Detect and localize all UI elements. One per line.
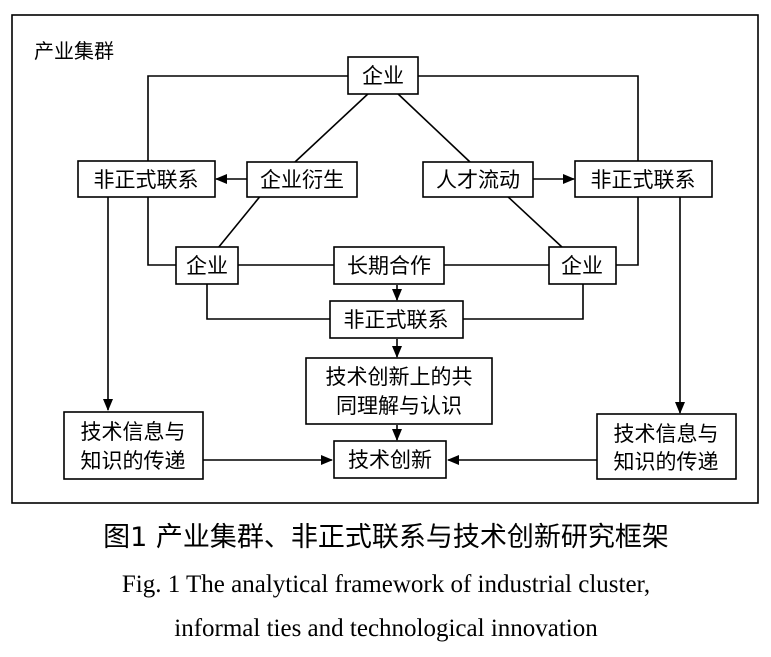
knowledge-transfer-right-node: 技术信息与 知识的传递 — [596, 413, 737, 480]
knowledge-transfer-left-line2: 知识的传递 — [81, 449, 186, 473]
enterprise-left-node: 企业 — [175, 246, 239, 285]
caption-english-line1: Fig. 1 The analytical framework of indus… — [122, 571, 650, 598]
enterprise-right-label: 企业 — [561, 254, 603, 278]
shared-understanding-node: 技术创新上的共 同理解与认识 — [305, 357, 493, 425]
enterprise-left-label: 企业 — [186, 254, 228, 278]
shared-understanding-line2: 同理解与认识 — [336, 394, 462, 418]
informal-ties-left-label: 非正式联系 — [94, 168, 199, 192]
talent-flow-label: 人才流动 — [436, 168, 520, 192]
enterprise-right-node: 企业 — [548, 246, 617, 285]
informal-ties-center-label: 非正式联系 — [344, 308, 449, 332]
arrow-lines — [103, 174, 685, 465]
long-term-cooperation-label: 长期合作 — [347, 254, 431, 278]
knowledge-transfer-right-line1: 技术信息与 — [614, 422, 719, 446]
knowledge-transfer-left-node: 技术信息与 知识的传递 — [63, 411, 204, 480]
spinoff-node: 企业衍生 — [246, 161, 358, 198]
informal-ties-center-node: 非正式联系 — [329, 300, 464, 339]
shared-understanding-line1: 技术创新上的共 — [326, 365, 473, 389]
technological-innovation-node: 技术创新 — [333, 440, 447, 479]
caption-english-line2: informal ties and technological innovati… — [174, 615, 598, 642]
technological-innovation-label: 技术创新 — [348, 448, 432, 472]
caption-chinese: 图1 产业集群、非正式联系与技术创新研究框架 — [103, 522, 669, 553]
connector-lines — [147, 75, 639, 320]
knowledge-transfer-left-line1: 技术信息与 — [81, 420, 186, 444]
enterprise-top-label: 企业 — [362, 64, 404, 88]
informal-ties-right-label: 非正式联系 — [591, 168, 696, 192]
informal-ties-left-node: 非正式联系 — [77, 160, 216, 198]
industrial-cluster-frame — [11, 14, 759, 504]
long-term-cooperation-node: 长期合作 — [333, 246, 445, 285]
talent-flow-node: 人才流动 — [422, 161, 534, 198]
frame-label: 产业集群 — [34, 39, 114, 63]
enterprise-top-node: 企业 — [347, 56, 419, 95]
informal-ties-right-node: 非正式联系 — [574, 160, 713, 198]
spinoff-label: 企业衍生 — [260, 168, 344, 192]
knowledge-transfer-right-line2: 知识的传递 — [614, 450, 719, 474]
